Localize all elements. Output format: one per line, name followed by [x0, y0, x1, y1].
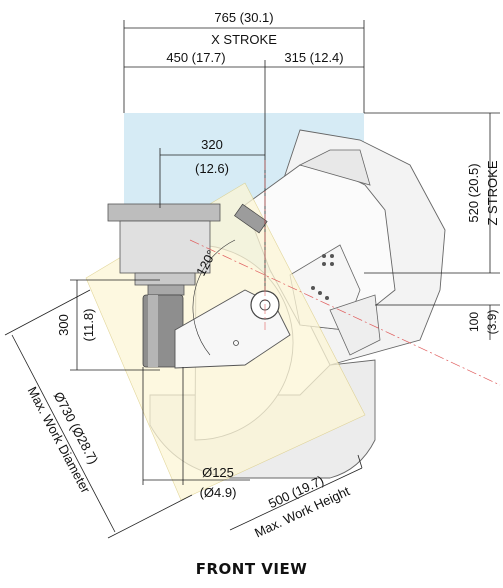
- rotary-arm: [174, 203, 291, 369]
- height-left-inches: (11.8): [81, 309, 96, 342]
- x-stroke-label: X STROKE: [211, 32, 277, 47]
- z-bottom-inches: (3.9): [485, 310, 499, 335]
- view-title: FRONT VIEW: [195, 560, 308, 578]
- offset-top-value: 320: [201, 137, 223, 152]
- x-left-dimension: 450 (17.7): [166, 50, 225, 65]
- height-left-value: 300: [56, 314, 71, 336]
- z-stroke-label: Z STROKE: [485, 160, 500, 225]
- x-right-dimension: 315 (12.4): [284, 50, 343, 65]
- z-stroke-value: 520 (20.5): [466, 163, 481, 222]
- z-bottom-value: 100: [467, 312, 481, 332]
- x-stroke-total: 765 (30.1): [214, 10, 273, 25]
- spindle-head: [107, 203, 221, 368]
- offset-top-inches: (12.6): [195, 161, 229, 176]
- table-diameter-value: Ø125: [202, 465, 234, 480]
- table-diameter-inches: (Ø4.9): [200, 485, 237, 500]
- dimension-lines: [4, 20, 501, 539]
